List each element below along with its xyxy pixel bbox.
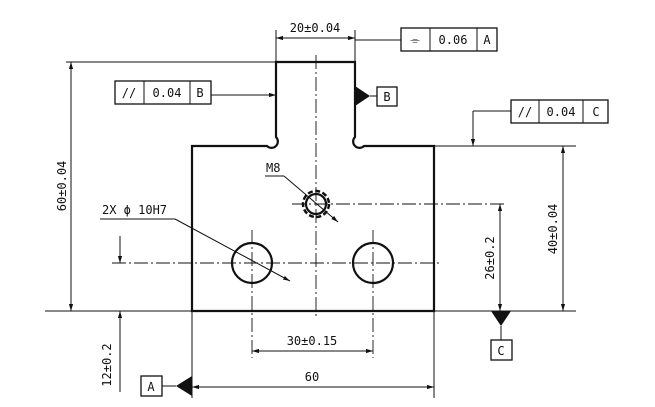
fcf-symmetry-symbol: ⌯ xyxy=(410,33,420,47)
dim-body-height-text: 40±0.04 xyxy=(546,204,560,255)
bore-holes xyxy=(230,241,395,285)
datum-c-label: C xyxy=(497,344,504,358)
fcf-symmetry-tolerance: 0.06 xyxy=(439,33,468,47)
dim-top-width: 20±0.04 xyxy=(276,21,355,41)
holes-callout-text: 2X ϕ 10H7 xyxy=(102,203,167,217)
datum-b-label: B xyxy=(383,90,390,104)
fcf-symmetry: ⌯ 0.06 A xyxy=(355,27,498,52)
dim-body-height: 40±0.04 xyxy=(546,146,566,311)
fcf-parallel-c-symbol: // xyxy=(518,105,532,119)
fcf-parallel-c: // 0.04 C xyxy=(470,99,609,146)
dim-hole-spacing-text: 30±0.15 xyxy=(287,334,338,348)
datum-c: C xyxy=(490,311,513,361)
dim-hole-height: 26±0.2 xyxy=(483,204,503,311)
fcf-parallel-b-symbol: // xyxy=(122,86,136,100)
datum-a-label: A xyxy=(147,380,155,394)
dim-overall-width-text: 60 xyxy=(305,370,319,384)
fcf-parallel-c-tolerance: 0.04 xyxy=(547,105,576,119)
thread-callout-text: M8 xyxy=(266,161,280,175)
left-bore xyxy=(230,241,274,285)
fcf-symmetry-datum: A xyxy=(483,33,491,47)
dim-overall-height: 60±0.04 xyxy=(55,62,74,311)
fcf-parallel-c-datum: C xyxy=(592,105,599,119)
dim-overall-height-text: 60±0.04 xyxy=(55,161,69,212)
right-bore xyxy=(351,241,395,285)
dim-bottom-offset: 12±0.2 xyxy=(100,236,123,392)
fcf-parallel-b-tolerance: 0.04 xyxy=(153,86,182,100)
center-lines xyxy=(112,55,506,358)
dim-hole-height-text: 26±0.2 xyxy=(483,236,497,279)
dim-hole-spacing: 30±0.15 xyxy=(252,334,373,354)
dim-top-width-text: 20±0.04 xyxy=(290,21,341,35)
dim-bottom-offset-text: 12±0.2 xyxy=(100,343,114,386)
fcf-parallel-b-datum: B xyxy=(196,86,203,100)
thread-callout: M8 xyxy=(265,161,339,223)
datum-b: B xyxy=(355,86,398,107)
datum-a: A xyxy=(140,375,192,397)
thread-hole xyxy=(301,189,331,219)
holes-callout: 2X ϕ 10H7 xyxy=(100,203,291,282)
dim-overall-width: 60 xyxy=(192,370,434,390)
fcf-parallel-b: // 0.04 B xyxy=(114,80,276,105)
